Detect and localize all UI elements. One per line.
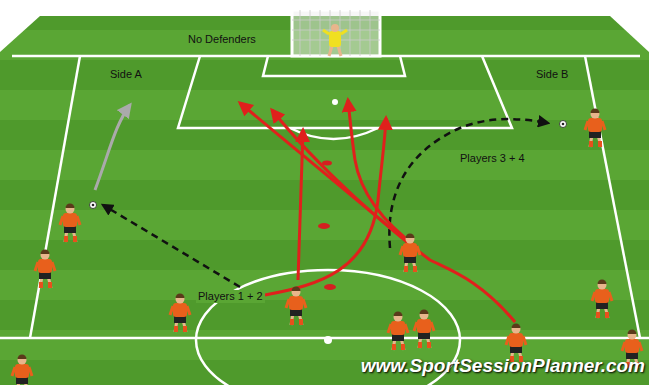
group-label: Players 1 + 2	[196, 290, 265, 303]
side-label: Side B	[536, 68, 568, 81]
players	[12, 109, 642, 385]
side-label: Side A	[110, 68, 142, 81]
watermark: www.SportSessionPlanner.com	[361, 355, 645, 377]
goalkeeper	[323, 24, 347, 56]
group-label: Players 3 + 4	[458, 152, 527, 165]
goal	[292, 10, 380, 56]
zone-note: No Defenders	[188, 33, 256, 46]
